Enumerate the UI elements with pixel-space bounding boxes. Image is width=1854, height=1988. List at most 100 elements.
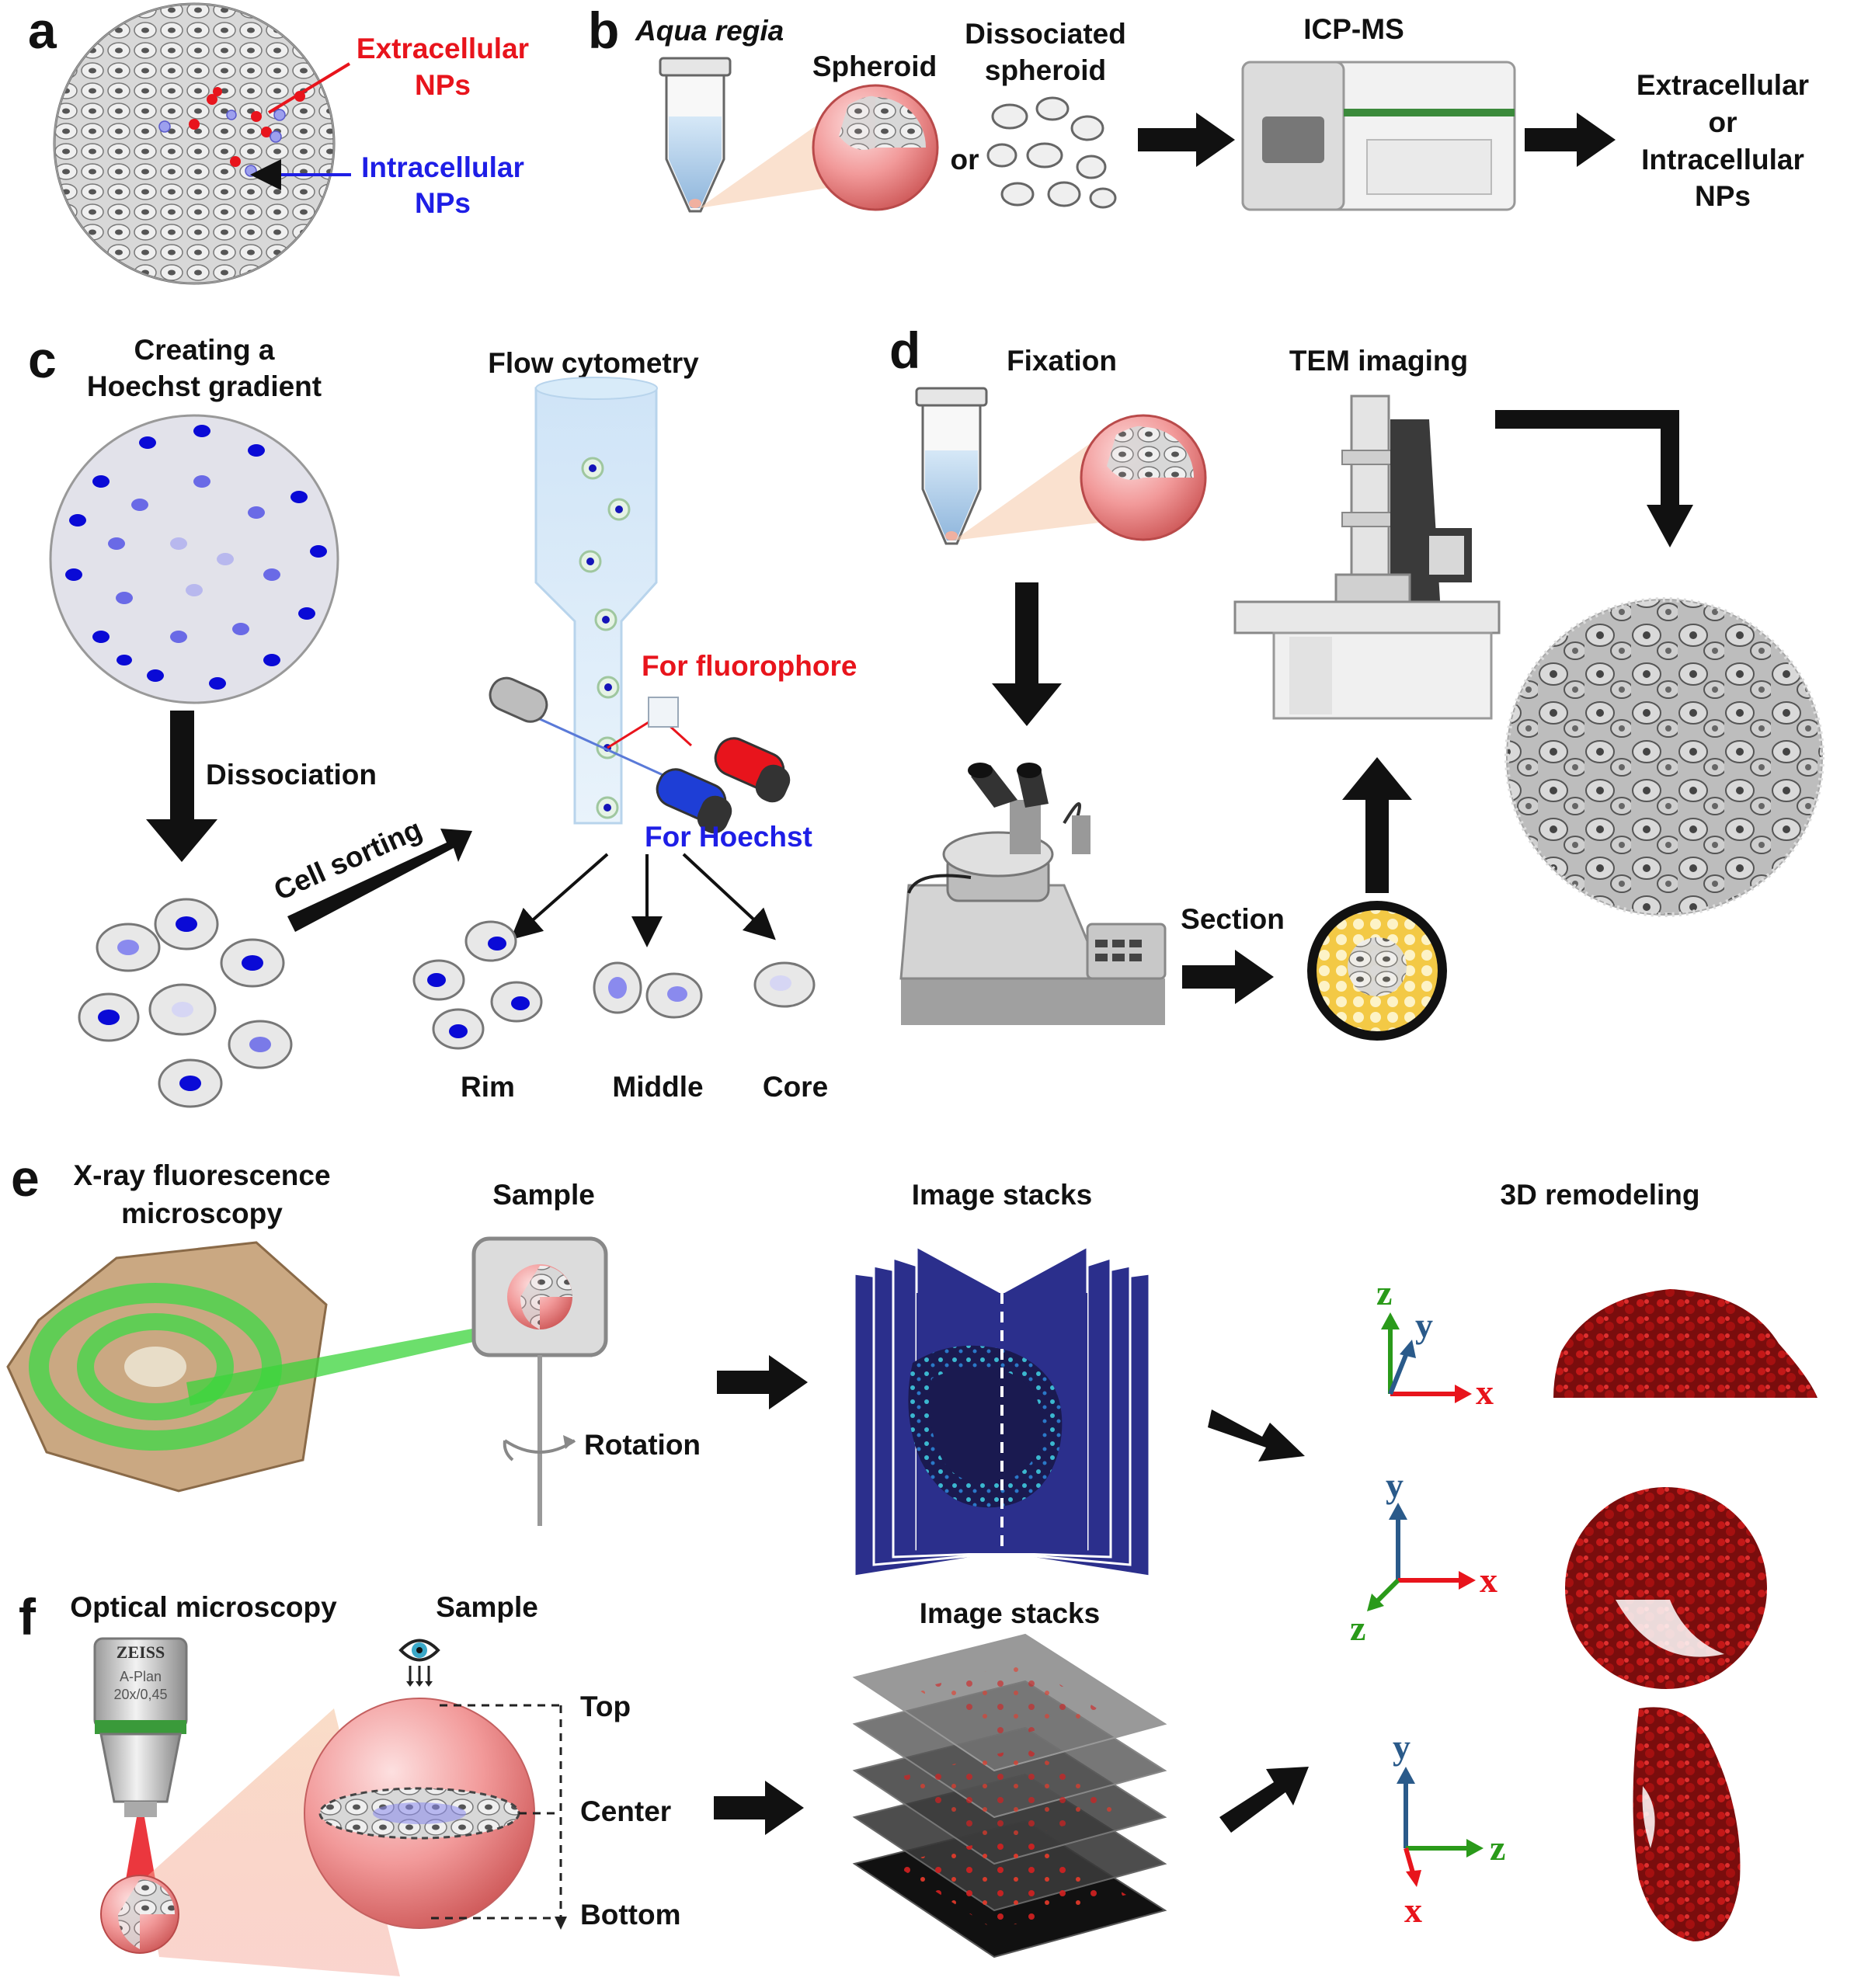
dissociated-label-2: spheroid — [985, 54, 1106, 86]
extracellular-pointer — [267, 62, 351, 114]
for-fluorophore-label: For fluorophore — [642, 650, 857, 682]
arrow-to-tem — [1342, 757, 1412, 893]
xrf-sample-label: Sample — [492, 1179, 595, 1211]
arrow-to-3d-bottom — [1219, 1767, 1309, 1833]
3d-render-top — [1553, 1289, 1817, 1398]
dissociated-cells-icon — [986, 96, 1117, 209]
dissociated-label-1: Dissociated — [965, 18, 1126, 50]
axis-y-label-2: y — [1386, 1465, 1404, 1505]
spheroid-cells-a — [53, 2, 336, 285]
axis-x-label-1: x — [1476, 1372, 1494, 1412]
result-label-1: Extracellular — [1637, 69, 1809, 101]
rim-label: Rim — [461, 1071, 515, 1103]
tube-icon — [659, 57, 732, 213]
hoechst-gradient-label-2: Hoechst gradient — [87, 370, 322, 402]
ultramicrotome-icon — [899, 763, 1167, 1025]
rim-cells-icon — [412, 920, 543, 1050]
result-label-4: NPs — [1695, 180, 1751, 212]
optical-sample-label: Sample — [436, 1591, 538, 1623]
axis-x-label-3: x — [1404, 1890, 1422, 1930]
axis-y-label-3: y — [1393, 1727, 1411, 1767]
top-label: Top — [580, 1691, 631, 1722]
xrf-lens-icon — [6, 1241, 501, 1493]
panel-label-a: a — [28, 2, 57, 59]
section-label: Section — [1181, 903, 1285, 935]
panel-label-c: c — [28, 331, 57, 388]
xrf-image-stacks — [853, 1244, 1151, 1578]
hoechst-gradient-label-1: Creating a — [134, 334, 275, 366]
xrf-image-stacks-label: Image stacks — [912, 1179, 1092, 1211]
xrf-label-1: X-ray fluorescence — [73, 1159, 330, 1191]
objective-lens-icon: ZEISS A-Plan 20x/0,45 — [93, 1637, 188, 1879]
fixation-zoom-cone — [954, 423, 1118, 540]
axes-triad-3: y z x — [1393, 1727, 1505, 1930]
rotation-label: Rotation — [584, 1429, 701, 1461]
axis-z-label-3: z — [1490, 1828, 1505, 1868]
icpms-label: ICP-MS — [1303, 13, 1404, 45]
axes-triad-1: z y x — [1376, 1273, 1494, 1412]
panel-b: b Aqua regia Spheroid or Dissociated sph… — [588, 2, 1809, 213]
panel-label-e: e — [11, 1149, 40, 1207]
result-label-3: Intracellular — [1641, 144, 1804, 176]
extracellular-nps — [189, 87, 305, 167]
arrow-to-tem-image — [1647, 505, 1693, 547]
hoechst-spheroid-icon — [49, 414, 339, 704]
optical-image-stacks — [852, 1633, 1167, 1958]
axes-triad-2: y x z — [1350, 1465, 1497, 1648]
xrf-label-2: microscopy — [121, 1197, 283, 1229]
zeiss-brand-text: ZEISS — [117, 1642, 165, 1662]
aqua-regia-label: Aqua regia — [635, 15, 784, 47]
fixation-spheroid-icon — [1080, 414, 1207, 541]
arrow-dissociation — [146, 711, 217, 862]
tem-grid-icon — [1307, 901, 1447, 1041]
3d-render-middle — [1565, 1487, 1767, 1689]
arrow-tem-path — [1495, 410, 1679, 505]
arrow-to-microtome — [992, 582, 1062, 726]
objective-text-1: A-Plan — [120, 1669, 162, 1684]
axis-y-label-1: y — [1415, 1305, 1433, 1345]
arrow-to-3d-top — [1208, 1409, 1305, 1461]
remodeling-label: 3D remodeling — [1501, 1179, 1700, 1211]
panel-e: e X-ray fluorescence microscopy Sample R… — [6, 1149, 1817, 1689]
bottom-label: Bottom — [580, 1899, 680, 1931]
or-label: or — [951, 144, 979, 176]
dissociated-hoechst-cells-icon — [78, 898, 293, 1108]
center-label: Center — [580, 1795, 671, 1827]
extracellular-label-1: Extracellular — [357, 33, 529, 64]
middle-label: Middle — [612, 1071, 703, 1103]
core-cells-icon — [753, 961, 816, 1008]
arrow-to-icpms — [1138, 113, 1235, 167]
for-hoechst-label: For Hoechst — [645, 821, 812, 853]
icpms-instrument-icon — [1241, 61, 1516, 211]
panel-label-d: d — [889, 321, 920, 379]
small-sphere-icon — [100, 1875, 179, 1954]
arrow-cell-sorting — [287, 829, 472, 932]
spheroid-label: Spheroid — [812, 50, 937, 82]
axis-z-label-2: z — [1350, 1608, 1365, 1648]
fixation-tube-icon — [915, 387, 988, 545]
fixation-label: Fixation — [1007, 345, 1117, 377]
panel-d: d Fixation — [889, 321, 1824, 1041]
arrow-to-rim — [510, 853, 609, 940]
panel-f: f Optical microscopy ZEISS A-Plan 20x/0,… — [19, 1588, 1741, 1976]
tem-imaging-label: TEM imaging — [1289, 345, 1468, 377]
optical-microscopy-label: Optical microscopy — [70, 1591, 337, 1623]
depth-arrowhead — [555, 1917, 567, 1930]
arrow-to-grid — [1182, 950, 1274, 1004]
arrow-to-result — [1525, 113, 1616, 167]
intracellular-label-1: Intracellular — [361, 151, 524, 183]
arrow-to-core — [682, 853, 776, 940]
axis-z-label-1: z — [1376, 1273, 1392, 1312]
result-label-2: or — [1709, 106, 1737, 138]
tem-microscope-icon — [1233, 394, 1501, 720]
axis-x-label-2: x — [1480, 1560, 1497, 1600]
extracellular-label-2: NPs — [415, 69, 471, 101]
large-sample-sphere — [304, 1698, 535, 1929]
middle-cells-icon — [593, 961, 703, 1019]
panel-label-b: b — [588, 2, 619, 59]
xrf-sample-holder-icon — [471, 1236, 608, 1526]
arrow-to-xrf-stacks — [717, 1355, 808, 1409]
arrow-to-optical-stacks — [714, 1781, 804, 1835]
panel-c: c Creating a Hoechst gradient Dissociati… — [28, 331, 857, 1108]
